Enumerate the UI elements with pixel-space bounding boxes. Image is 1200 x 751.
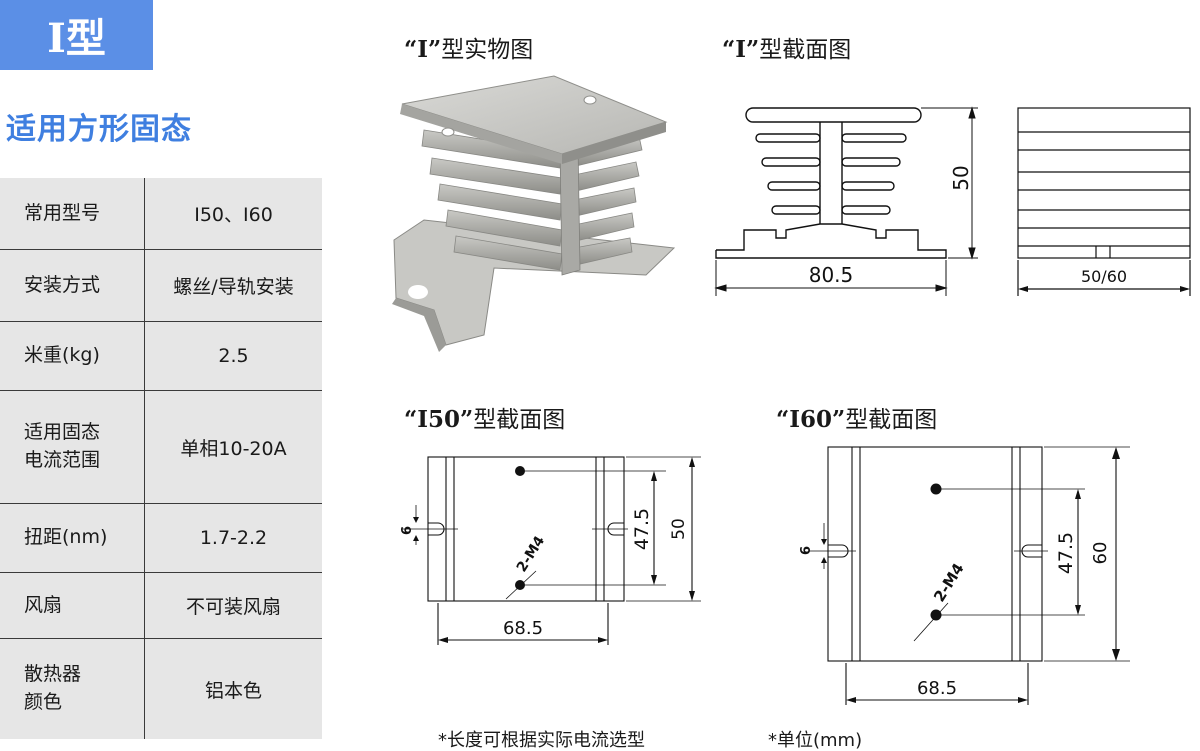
spec-key: 扭距(nm) [0,504,145,572]
spec-key: 风扇 [0,573,145,638]
spec-row: 适用固态 电流范围 单相10-20A [0,391,322,504]
section-height-label: 50 [949,165,973,190]
side-view-drawing: 50/60 [1017,107,1191,296]
page-subtitle: 适用方形固态 [6,112,192,147]
spec-table: 常用型号 I50、I60 安装方式 螺丝/导轨安装米重(kg) 2.5 适用固态 电流范围… [0,178,322,739]
section-title: “I”型截面图 [722,36,852,63]
spec-key: 米重(kg) [0,322,145,390]
heatsink-photo [392,75,676,352]
i60-pitch-label: 47.5 [1055,532,1077,574]
spec-row: 米重(kg) 2.5 [0,322,322,391]
i60-slot-label: 6 [799,546,814,555]
page-title: I型 [0,0,153,70]
spec-row: 风扇 不可装风扇 [0,573,322,639]
section-width-label: 80.5 [809,263,854,287]
spec-row: 散热器 颜色 铝本色 [0,639,322,739]
i50-title: “I50”型截面图 [404,406,566,433]
section-drawing: 80.5 50 [714,106,978,296]
spec-value: 1.7-2.2 [199,527,268,549]
spec-row: 安装方式 螺丝/导轨安装 [0,250,322,322]
spec-row: 常用型号 I50、I60 [0,178,322,250]
i60-drawing: 6 2-M4 47.5 60 68.5 [799,446,1130,705]
i60-title: “I60”型截面图 [776,406,938,433]
spec-value: 铝本色 [204,679,262,702]
spec-value: I50、I60 [194,204,273,226]
footnote-length: *长度可根据实际电流选型 [438,730,645,751]
i50-width-label: 68.5 [503,618,543,639]
spec-key: 适用固态 电流范围 [0,391,145,503]
spec-key: 散热器 颜色 [0,639,145,739]
spec-key: 常用型号 [0,178,145,249]
i60-width-label: 68.5 [917,678,957,699]
side-length-label: 50/60 [1081,267,1127,286]
photo-title: “I”型实物图 [404,36,534,63]
i50-drawing: 6 2-M4 47.5 50 68.5 [400,456,701,645]
spec-key: 安装方式 [0,250,145,321]
spec-value: 2.5 [218,345,249,367]
spec-value: 不可装风扇 [185,596,281,618]
i50-hole-label: 2-M4 [514,533,548,575]
spec-row: 扭距(nm) 1.7-2.2 [0,504,322,573]
i50-length-label: 50 [669,518,689,540]
footnote-unit: *单位(mm) [768,730,863,751]
i50-slot-label: 6 [400,526,415,535]
spec-value: 螺丝/导轨安装 [173,276,294,298]
i60-length-label: 60 [1090,542,1111,565]
i60-hole-label: 2-M4 [930,560,968,605]
i50-pitch-label: 47.5 [631,508,653,550]
spec-value: 单相10-20A [180,437,287,460]
